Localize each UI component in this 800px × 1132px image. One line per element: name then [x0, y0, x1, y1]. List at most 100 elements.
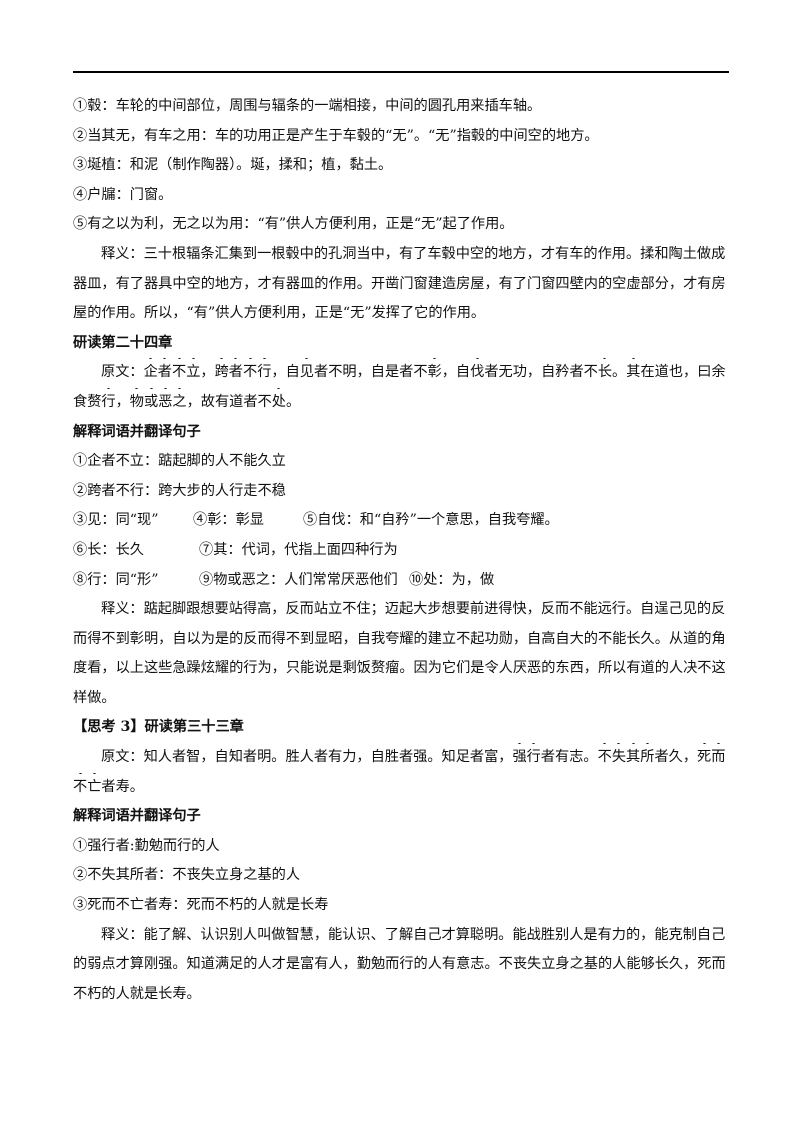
original-text-line: 原文：知人者智，自知者明。胜人者有力，自胜者强。知足者富，强行者有志。不失其所者…: [73, 743, 733, 773]
emphasis-dot-char: 不: [243, 358, 257, 388]
note-cell: ⑧行：同“形”: [73, 571, 159, 588]
emphasized-phrase: 伐: [470, 358, 484, 380]
text-segment: 原文：: [101, 364, 144, 381]
emphasis-dot-char: 者: [229, 358, 243, 388]
note-line: ①毂：车轮的中间部位，周围与辐条的一端相接，中间的圆孔用来插车轴。: [73, 98, 542, 114]
paraphrase-line: 不朽的人就是长寿。: [73, 985, 201, 1002]
emphasis-dot-char: 行: [257, 358, 271, 388]
note-line: ①企者不立：踮起脚的人不能久立: [73, 453, 286, 470]
header-rule: [73, 71, 729, 73]
note-cell: ⑩处：为，做: [409, 571, 495, 588]
text-segment: ，: [200, 364, 215, 381]
note-cell: ③见：同“现”: [73, 512, 159, 529]
note-cell: ⑨物或恶之：人们常常厌恶他们: [199, 571, 398, 588]
explain-heading: 解释词语并翻译句子: [73, 808, 201, 825]
emphasized-phrase: 物或恶之: [130, 387, 187, 410]
emphasis-dot-char: 所: [640, 743, 654, 773]
text-segment: 食赘: [73, 393, 102, 410]
note-line: ②不失其所者：不丧失立身之基的人: [73, 867, 301, 884]
emphasized-phrase: 不亡: [73, 772, 101, 795]
emphasis-dot-char: 不: [73, 772, 87, 803]
text-segment: 在道也，曰余: [640, 364, 726, 381]
emphasis-dot-char: 见: [300, 358, 314, 388]
text-segment: ，故有道者不: [186, 393, 272, 410]
note-line: ③埏植：和泥（制作陶器）。埏，揉和；植，黏土。: [73, 157, 393, 174]
paraphrase-line: 样做。: [73, 689, 116, 706]
emphasis-dot-char: 或: [144, 387, 158, 418]
emphasis-dot-char: 其: [626, 743, 640, 773]
note-cell: ④彰：彰显: [193, 512, 264, 529]
emphasized-phrase: 彰: [428, 358, 442, 380]
note-row: ③见：同“现” ④彰：彰显 ⑤自伐：和“自矜”一个意思，自我夸耀。: [73, 506, 733, 536]
text-segment: 者久，: [654, 749, 698, 766]
paraphrase-line: 而得不到彰明，自以为是的反而得不到显昭，自我夸耀的建立不起功勋，自高自大的不能长…: [73, 630, 726, 647]
emphasis-dot-char: 跨: [215, 358, 229, 388]
original-text-line: 食赘行，物或恶之，故有道者不处。: [73, 387, 733, 418]
emphasized-phrase: 死而: [697, 743, 725, 765]
original-text-line: 原文：企者不立，跨者不行，自见者不明，自是者不彰，自伐者无功，自矜者不长。其在道…: [73, 358, 733, 388]
paraphrase-line: 度看，以上这些急躁炫耀的行为，只能说是剩饭赘瘤。因为它们是令人厌恶的东西，所以有…: [73, 660, 726, 677]
note-cell: ⑥长：长久: [73, 541, 144, 558]
text-segment: ，自: [441, 364, 471, 381]
emphasized-phrase: 跨者不行: [215, 358, 271, 380]
text-segment: ，自: [271, 364, 300, 381]
note-line: ②当其无，有车之用：车的功用正是产生于车毂的“无”。“无”指毂的中间空的地方。: [73, 127, 599, 144]
emphasis-dot-char: 立: [186, 358, 200, 388]
emphasis-dot-char: 恶: [158, 387, 172, 418]
emphasized-phrase: 强行: [512, 743, 541, 765]
emphasized-phrase: 长: [598, 358, 612, 380]
paraphrase-line: 释义：能了解、认识别人叫做智慧，能认识、了解自己才算聪明。能战胜别人是有力的，能…: [101, 926, 726, 943]
text-segment: 。: [285, 393, 301, 410]
paraphrase-line: 释义：三十根辐条汇集到一根毂中的孔洞当中，有了车毂中空的地方，才有车的作用。揉和…: [101, 245, 726, 262]
emphasis-dot-char: 长: [598, 358, 612, 388]
note-line: ⑤有之以为利，无之以为用：“有”供人方便利用，正是“无”起了作用。: [73, 216, 514, 233]
emphasis-dot-char: 其: [626, 358, 640, 388]
emphasis-dot-char: 不: [172, 358, 186, 388]
emphasis-dot-char: 彰: [428, 358, 442, 388]
note-line: ③死而不亡者寿：死而不朽的人就是长寿: [73, 897, 329, 914]
emphasized-phrase: 不失其所: [598, 743, 654, 765]
emphasis-dot-char: 失: [612, 743, 626, 773]
emphasis-dot-char: 行: [527, 743, 541, 773]
note-row: ⑥长：长久 ⑦其：代词，代指上面四种行为: [73, 536, 733, 566]
paraphrase-line: 释义：踮起脚跟想要站得高，反而站立不住；迈起大步想要前进得快，反而不能远行。自逞…: [101, 601, 726, 618]
emphasis-dot-char: 强: [512, 743, 527, 773]
text-segment: 者不明，自是者不: [314, 364, 428, 381]
note-line: ④户牖：门窗。: [73, 186, 173, 203]
document-body: ①毂：车轮的中间部位，周围与辐条的一端相接，中间的圆孔用来插车轴。 ②当其无，有…: [73, 92, 733, 1009]
original-text-line: 不亡者寿。: [73, 772, 733, 803]
emphasis-dot-char: 之: [172, 387, 187, 418]
note-row: ⑧行：同“形” ⑨物或恶之：人们常常厌恶他们 ⑩处：为，做: [73, 566, 733, 596]
text-segment: 者有志。: [540, 749, 598, 766]
paraphrase-line: 屋的作用。所以，“有”供人方便利用，正是“无”发挥了它的作用。: [73, 305, 486, 322]
emphasized-phrase: 其: [626, 358, 640, 380]
section-heading-ch33: 【思考 3】研读第三十三章: [73, 719, 244, 736]
emphasis-dot-char: 不: [598, 743, 612, 773]
emphasis-dot-char: 企: [144, 358, 158, 388]
emphasis-dot-char: 者: [158, 358, 172, 388]
emphasis-dot-char: 物: [130, 387, 144, 418]
text-segment: 原文：知人者智，自知者明。胜人者有力，自胜者强。知足者富，: [101, 749, 513, 766]
emphasis-dot-char: 行: [101, 387, 116, 418]
emphasized-phrase: 行: [101, 387, 116, 410]
note-cell: ⑦其：代词，代指上面四种行为: [199, 541, 398, 558]
text-segment: 。: [612, 364, 627, 381]
explain-heading: 解释词语并翻译句子: [73, 423, 201, 440]
emphasized-phrase: 企者不立: [144, 358, 200, 380]
emphasis-dot-char: 死: [697, 743, 711, 773]
note-line: ①强行者:勤勉而行的人: [73, 837, 220, 854]
emphasized-phrase: 见: [300, 358, 314, 380]
paraphrase-line: 的弱点才算刚强。知道满足的人才是富有人，勤勉而行的人有意志。不丧失立身之基的人能…: [73, 956, 726, 973]
text-segment: ，: [115, 393, 130, 410]
emphasis-dot-char: 处: [272, 387, 286, 418]
emphasis-dot-char: 伐: [470, 358, 484, 388]
note-cell: ⑤自伐：和“自矜”一个意思，自我夸耀。: [303, 512, 559, 529]
text-segment: 者寿。: [101, 778, 144, 795]
emphasis-dot-char: 而: [711, 743, 725, 773]
emphasized-phrase: 处: [272, 387, 286, 410]
paraphrase-line: 器皿，有了器具中空的地方，才有器皿的作用。开凿门窗建造房屋，有了门窗四壁内的空虚…: [73, 275, 726, 292]
text-segment: 者无功，自矜者不: [484, 364, 598, 381]
emphasis-dot-char: 亡: [87, 772, 101, 803]
section-heading-ch24: 研读第二十四章: [73, 334, 173, 351]
